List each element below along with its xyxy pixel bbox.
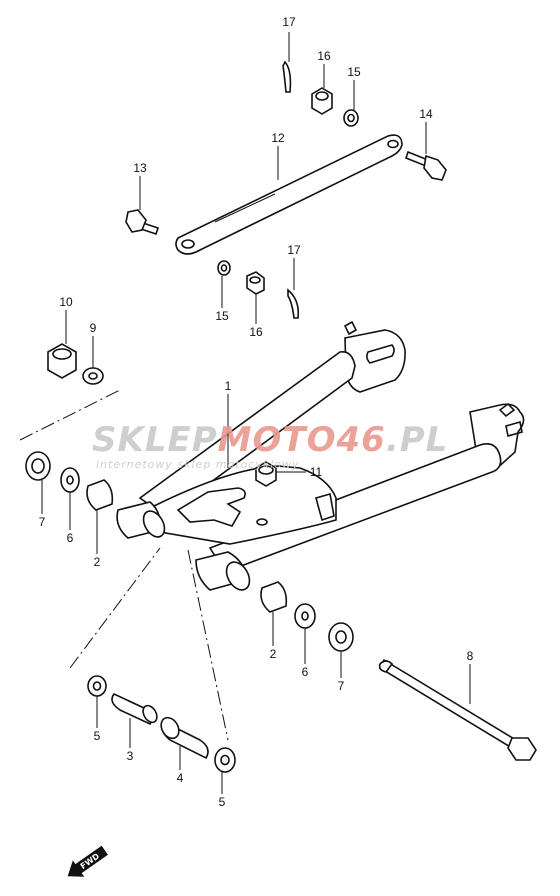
callout-6-left: 6: [67, 531, 74, 545]
bearing-left: [86, 479, 114, 511]
callout-11: 11: [310, 465, 323, 479]
watermark: SKLEPMOTO46.PL internetowy sklep motocyk…: [92, 420, 448, 471]
bolt-right: [405, 150, 447, 181]
watermark-part-3: 46: [336, 420, 386, 460]
fwd-arrow-icon: FWD: [67, 845, 108, 877]
callout-6-right: 6: [302, 665, 309, 679]
washer-left: [82, 367, 104, 385]
washer-upper: [343, 109, 359, 127]
dust-seal-right: [328, 622, 354, 652]
callout-15-upper: 15: [347, 65, 361, 79]
pivot-bolt-long: [378, 658, 537, 761]
callout-4: 4: [177, 771, 184, 785]
washer-middle: [217, 260, 231, 276]
leader-lines: [41, 32, 471, 794]
cotter-pin-upper: [282, 60, 292, 93]
watermark-tagline: internetowy sklep motocyklowy: [96, 458, 300, 471]
callout-17-upper: 17: [282, 15, 296, 29]
callout-7-right: 7: [338, 679, 345, 693]
pivot-tube-right: [195, 551, 251, 591]
bearing-right: [260, 581, 288, 613]
callout-16-upper: 16: [317, 49, 331, 63]
callout-12: 12: [271, 131, 285, 145]
nut-middle: [246, 271, 265, 295]
callout-10: 10: [59, 295, 73, 309]
callout-15-lower: 15: [215, 309, 229, 323]
cotter-pin-lower: [287, 288, 300, 319]
center-nut: [255, 461, 277, 487]
callout-16-lower: 16: [249, 325, 263, 339]
callout-13: 13: [133, 161, 147, 175]
callout-3: 3: [127, 749, 134, 763]
washer-6-right: [294, 603, 316, 629]
seal-5-upper: [87, 675, 107, 697]
dust-seal-left: [25, 451, 51, 481]
collar-3: [111, 693, 158, 725]
bolt-left: [125, 209, 160, 236]
swing-arm-part: [116, 320, 525, 591]
callout-labels: 17 16 15 14 12 13 17 15 16 10 9 1 11 7 6…: [39, 15, 474, 809]
alignment-lines: [19, 389, 229, 741]
nut-upper: [311, 87, 333, 115]
torque-link-bar: [175, 134, 403, 255]
callout-1: 1: [225, 379, 232, 393]
pivot-tube-left: [116, 501, 166, 539]
callout-17-lower: 17: [287, 243, 301, 257]
watermark-part-1: SKLEP: [92, 420, 218, 460]
watermark-brand: SKLEPMOTO46.PL: [92, 420, 448, 460]
callout-5-lower: 5: [219, 795, 226, 809]
callout-9: 9: [90, 321, 97, 335]
watermark-part-4: .PL: [386, 420, 449, 460]
seal-5-lower: [214, 747, 236, 773]
callout-2-left: 2: [94, 555, 101, 569]
spacer-4: [160, 716, 209, 760]
washer-6-left: [60, 467, 80, 493]
callout-8: 8: [467, 649, 474, 663]
callout-7-left: 7: [39, 515, 46, 529]
watermark-part-2: MOTO: [218, 420, 337, 460]
nut-large: [47, 343, 77, 379]
callout-14: 14: [419, 107, 433, 121]
callout-2-right: 2: [270, 647, 277, 661]
callout-5-upper: 5: [94, 729, 101, 743]
